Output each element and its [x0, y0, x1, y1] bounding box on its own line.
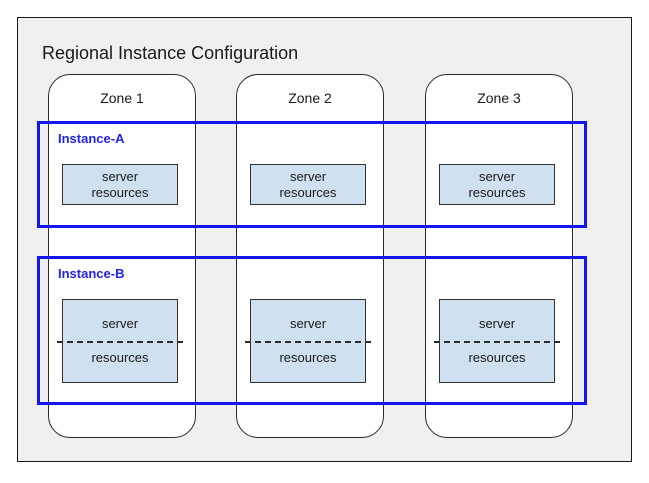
server-box-line-2: resources — [91, 184, 149, 200]
server-resources-box[interactable]: server resources — [250, 164, 366, 205]
server-resources-box[interactable]: server resources — [62, 164, 178, 205]
zone-column-2[interactable]: Zone 2 — [236, 74, 384, 438]
server-box-line-2: resources — [468, 350, 526, 365]
server-box-line-1: server — [289, 168, 327, 184]
server-box-line-1: server — [478, 168, 516, 184]
split-divider — [434, 341, 560, 343]
server-resources-box[interactable]: server resources — [434, 299, 560, 383]
server-box-line-2: resources — [279, 350, 337, 365]
split-divider — [245, 341, 371, 343]
server-box-line-2: resources — [279, 184, 337, 200]
zone-column-3[interactable]: Zone 3 — [425, 74, 573, 438]
page-title: Regional Instance Configuration — [42, 43, 299, 63]
zone-label-1: Zone 1 — [100, 90, 144, 106]
split-divider — [57, 341, 183, 343]
server-resources-box[interactable]: server resources — [57, 299, 183, 383]
zone-label-2: Zone 2 — [288, 90, 332, 106]
server-box-line-1: server — [101, 316, 139, 331]
server-resources-box[interactable]: server resources — [245, 299, 371, 383]
server-box-line-2: resources — [91, 350, 149, 365]
server-box-line-1: server — [478, 316, 516, 331]
zone-column-1[interactable]: Zone 1 — [48, 74, 196, 438]
server-box-line-2: resources — [468, 184, 526, 200]
server-box-line-1: server — [289, 316, 327, 331]
server-box-line-1: server — [101, 168, 139, 184]
zone-label-3: Zone 3 — [477, 90, 521, 106]
server-resources-box[interactable]: server resources — [439, 164, 555, 205]
